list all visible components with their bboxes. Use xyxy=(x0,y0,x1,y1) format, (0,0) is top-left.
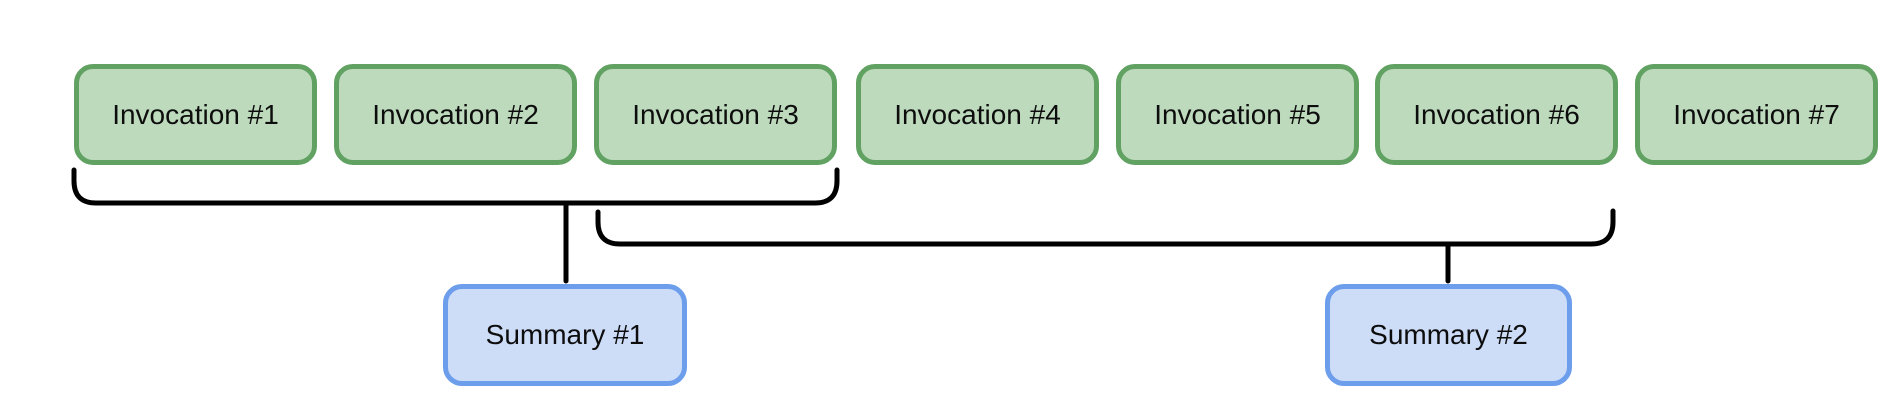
bracket-group-1 xyxy=(71,167,840,206)
invocation-box-6: Invocation #6 xyxy=(1375,64,1618,165)
invocation-box-5: Invocation #5 xyxy=(1116,64,1359,165)
bracket-group-2 xyxy=(595,208,1616,247)
invocation-box-4: Invocation #4 xyxy=(856,64,1099,165)
summary-box-2: Summary #2 xyxy=(1325,284,1572,386)
invocation-box-3: Invocation #3 xyxy=(594,64,837,165)
invocation-box-7: Invocation #7 xyxy=(1635,64,1878,165)
invocation-box-1: Invocation #1 xyxy=(74,64,317,165)
summary-box-1: Summary #1 xyxy=(443,284,687,386)
invocation-box-2: Invocation #2 xyxy=(334,64,577,165)
